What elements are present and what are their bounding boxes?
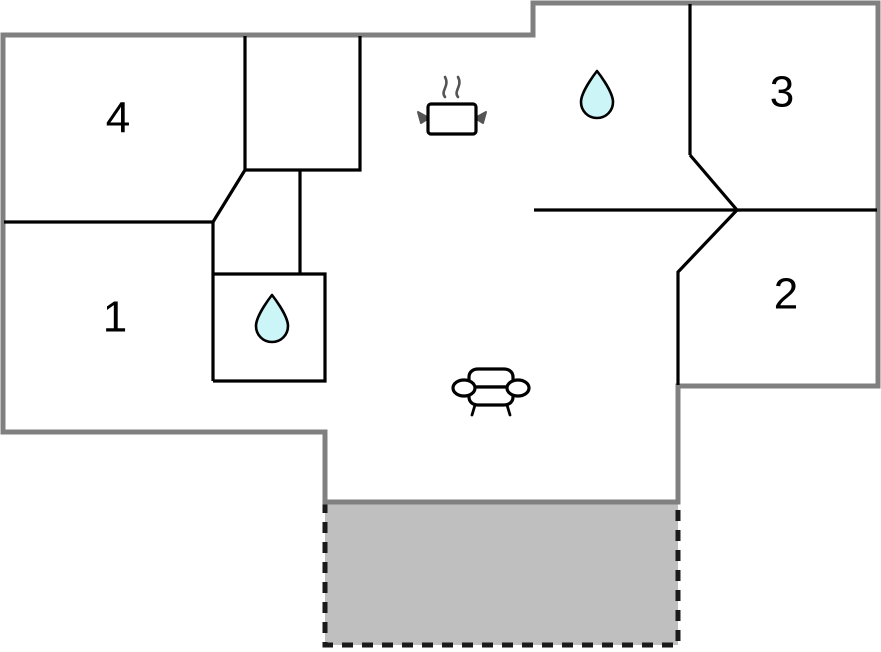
sofa-leg-left: [470, 403, 477, 417]
sofa-leg-right: [505, 403, 512, 417]
steam-wisp-right: [455, 75, 461, 99]
sofa-armrest-left: [451, 378, 477, 398]
sofa-armrest-right: [505, 378, 531, 398]
water-drop-shape: [254, 293, 290, 344]
terrace-area: [322, 502, 681, 648]
water-drop-icon: [254, 293, 290, 344]
wall-top-center-room: [243, 36, 362, 172]
room-label-3: 3: [770, 68, 794, 117]
pot-handle-right: [474, 111, 487, 124]
room-label-1: 1: [103, 293, 127, 342]
cooking-pot-icon: [417, 75, 487, 136]
water-drop-icon: [579, 69, 615, 120]
water-drop-shape: [579, 69, 615, 120]
room-label-4: 4: [106, 94, 130, 143]
terrace-fill: [325, 502, 678, 645]
exterior-wall-path: [0, 0, 881, 505]
terrace-dashed-border: [322, 502, 681, 648]
steam-wisp-left: [442, 75, 448, 99]
room-label-2: 2: [774, 270, 798, 319]
pot-handle-left: [417, 111, 430, 124]
sofa-icon: [451, 367, 531, 417]
room-labels: 4 1 3 2: [103, 68, 798, 342]
sofa-backrest: [467, 367, 515, 389]
pot-body: [426, 102, 478, 136]
sofa-seat: [467, 385, 515, 407]
wall-room2-left: [676, 208, 739, 385]
interior-walls: [4, 4, 877, 385]
wall-center-bathroom: [213, 272, 327, 383]
exterior-walls: [0, 0, 881, 505]
